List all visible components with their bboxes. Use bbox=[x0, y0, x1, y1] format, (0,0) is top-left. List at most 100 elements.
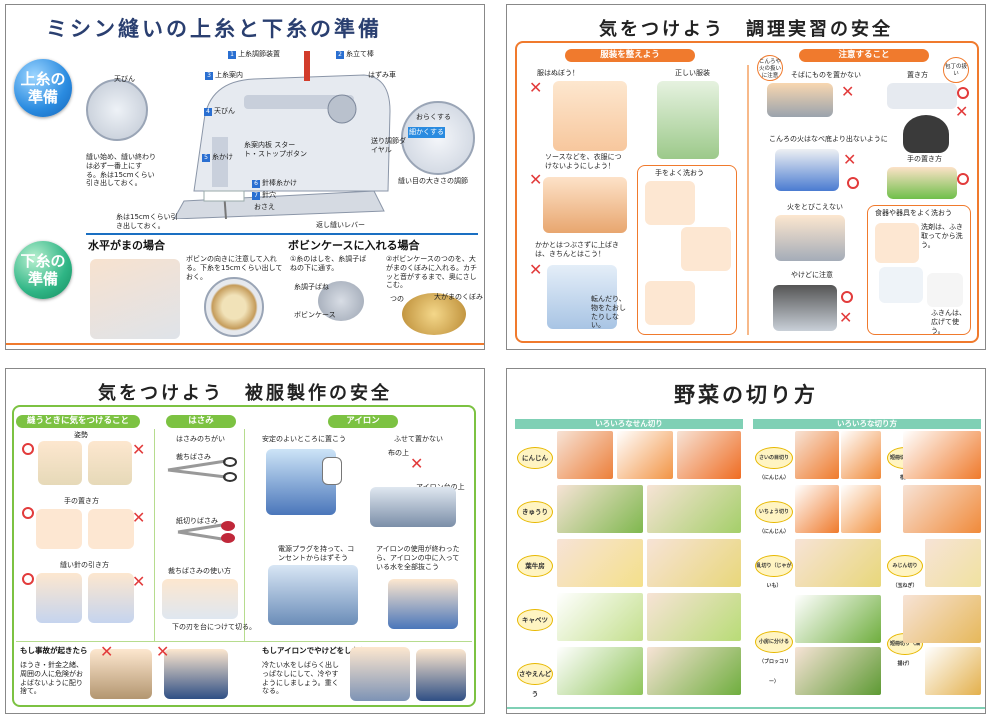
clothing-title: 気をつけよう 被服製作の安全 bbox=[98, 383, 392, 404]
hands-wash-frame bbox=[637, 165, 737, 335]
hand-wash-2-illustration bbox=[681, 227, 731, 271]
case-horn-label: つの bbox=[390, 295, 404, 303]
cutting-cloth-illustration bbox=[162, 579, 238, 619]
burn-note: 冷たい水をしばらく出しっぱなしにして、冷やすようにしましょう。重くなる。 bbox=[262, 661, 339, 696]
cooking-frame bbox=[515, 41, 979, 343]
posture-ng-mark: ✕ bbox=[132, 440, 146, 459]
girl-cooking-illustration bbox=[553, 81, 627, 151]
photo-cabbage-1 bbox=[557, 593, 643, 641]
clothing-vdivider-1 bbox=[154, 429, 155, 641]
heels-note: かかとはつぶさずに上ばきは、きちんとはこう！ bbox=[535, 241, 619, 258]
clothes-question: 服はぬぼう！ bbox=[537, 69, 579, 77]
after-use-label: アイロンの使用が終わったら、アイロンの中に入っている水を全部抜こう bbox=[376, 545, 460, 571]
photo-burdock-2 bbox=[647, 539, 741, 587]
guide-text: 上糸案内 bbox=[215, 71, 243, 79]
vegetables-bottom-rule bbox=[507, 707, 985, 709]
hand-place-clothing: 手の置き方 bbox=[64, 497, 99, 505]
stove-reach-illustration bbox=[775, 215, 845, 261]
photo-tanzaku-2 bbox=[903, 485, 981, 533]
photo-carrot-3 bbox=[677, 431, 741, 479]
burn-sink-illustration bbox=[350, 647, 410, 701]
cooking-panel: 気をつけよう 調理実習の安全 服装を整えよう 注意すること こんろや火の扱いに注… bbox=[506, 4, 986, 350]
wash-tools-label: 食器や器具をよく洗おう bbox=[875, 209, 952, 217]
case-hollow-label: 大がまのくぼみ bbox=[434, 293, 483, 301]
stove-pot-illustration bbox=[767, 83, 833, 117]
vegetables-title: 野菜の切り方 bbox=[674, 383, 818, 407]
cloth-scissors-label: 裁ちばさみ bbox=[176, 453, 211, 461]
burn-label: やけどに注意 bbox=[791, 271, 833, 279]
knife-place-label: 置き方 bbox=[907, 71, 928, 79]
posture-ok-mark bbox=[22, 443, 34, 455]
photo-snowpea-2 bbox=[647, 647, 741, 695]
iron-cord-illustration bbox=[268, 565, 358, 625]
veg-label-ginkgo: いちょう切り（にんじん） bbox=[755, 501, 793, 535]
stitch-dial-illustration bbox=[401, 101, 475, 175]
burn-title: もしアイロンでやけどをしたら bbox=[262, 646, 367, 655]
running-boy-illustration bbox=[547, 265, 617, 329]
scissors-diff-label: はさみのちがい bbox=[176, 435, 225, 443]
hand-bad-illustration bbox=[88, 509, 134, 549]
veg-label-mince: みじん切り（玉ねぎ） bbox=[887, 555, 923, 589]
photo-dice-2 bbox=[841, 431, 881, 479]
paper-scissors-icon bbox=[177, 521, 235, 543]
clothing-frame bbox=[12, 405, 476, 707]
accident-students-illustration bbox=[164, 649, 228, 699]
knife-place-illustration bbox=[887, 83, 957, 109]
girl-back-illustration bbox=[903, 115, 949, 153]
hand-knife-illustration bbox=[887, 167, 957, 199]
cloth-scissors-icon bbox=[167, 457, 237, 482]
posture-bad-illustration bbox=[88, 441, 132, 485]
veg-label-dice: さいの目切り（にんじん） bbox=[755, 447, 793, 481]
label-slow: おらくする bbox=[416, 113, 451, 121]
photo-age-1 bbox=[903, 595, 981, 643]
hand-ok-mark-2 bbox=[22, 507, 34, 519]
vegetables-panel: 野菜の切り方 いろいろなせん切り いろいろな切り方 にんじん きゅうり 葉牛房 … bbox=[506, 368, 986, 714]
iron-cover-ng-mark: ✕ bbox=[410, 454, 424, 473]
photo-broccoli-1 bbox=[795, 595, 881, 643]
wash-hands-illustration bbox=[875, 223, 919, 263]
sewing-panel: ミシン縫いの上糸と下糸の準備 上糸の準備 下糸の準備 天びん 縫い始め、縫い終わ… bbox=[5, 4, 485, 350]
pin-pull-label: 縫い針の引き方 bbox=[60, 561, 109, 569]
correct-outfit-illustration bbox=[657, 81, 719, 159]
adjuster-text: 上糸調節装置 bbox=[238, 50, 280, 58]
num-badge: 6 bbox=[252, 180, 260, 188]
label-pulley: はずみ車 bbox=[368, 71, 396, 79]
correct-outfit: 正しい服装 bbox=[675, 69, 710, 77]
no-bend-label: 火をとびこえない bbox=[787, 203, 843, 211]
scissors-bottom-note: 下の刃を台につけて切る。 bbox=[172, 623, 256, 631]
sewing-title: ミシン縫いの上糸と下糸の準備 bbox=[46, 17, 382, 41]
photo-ginkgo-1 bbox=[795, 485, 839, 533]
photo-burdock-1 bbox=[557, 539, 643, 587]
hands-wash-label: 手をよく洗おう bbox=[655, 169, 704, 177]
needle-text: 針穴 bbox=[262, 191, 276, 199]
clothes-ng-mark: ✕ bbox=[529, 78, 543, 97]
clothing-panel: 気をつけよう 被服製作の安全 縫うときに気をつけること はさみ アイロン 姿勢 … bbox=[5, 368, 485, 714]
frying-pan-illustration bbox=[773, 285, 837, 331]
spool-text: 糸立て棒 bbox=[346, 50, 374, 58]
case-note2: ②ボビンケースのつのを、大がまのくぼみに入れる。カチッと音がするまで、奥にさしこ… bbox=[386, 255, 477, 290]
lower-thread-badge: 下糸の準備 bbox=[14, 241, 72, 299]
lower-badge-text: 下糸の準備 bbox=[20, 252, 66, 288]
pan-ng-mark: ✕ bbox=[839, 308, 853, 327]
hand-ng-mark-2: ✕ bbox=[132, 508, 146, 527]
hook-race-illustration bbox=[402, 293, 466, 335]
no-near-label: そばにものを置かない bbox=[791, 71, 861, 79]
veg-label-carrot: にんじん bbox=[517, 447, 553, 469]
cord-label: 電源プラグを持って、コンセントからはずそう bbox=[278, 545, 355, 562]
clothing-vdivider-2 bbox=[244, 429, 245, 641]
accident-desk-illustration bbox=[90, 649, 152, 699]
wash-tools-note: 洗剤は、ふき取ってから洗う。 bbox=[921, 223, 963, 249]
pin-bad-illustration bbox=[88, 573, 134, 623]
num-badge: 4 bbox=[204, 108, 212, 116]
hand-place-label: 手の置き方 bbox=[907, 155, 942, 163]
veg-label-snowpea: さやえんどう bbox=[517, 663, 553, 698]
label-pull-out: 糸は15cmくらい引き出しておく。 bbox=[116, 213, 178, 230]
horizontal-note: ボビンの向きに注意して入れる。下糸を15cmくらい出しておく。 bbox=[186, 255, 283, 281]
sauce-ng-mark: ✕ bbox=[529, 170, 543, 189]
case-note1: ①糸のはしを、糸調子ばねの下に通す。 bbox=[290, 255, 367, 272]
horizontal-title: 水平がまの場合 bbox=[88, 239, 165, 252]
clothes-pill: 服装を整えよう bbox=[565, 49, 695, 62]
